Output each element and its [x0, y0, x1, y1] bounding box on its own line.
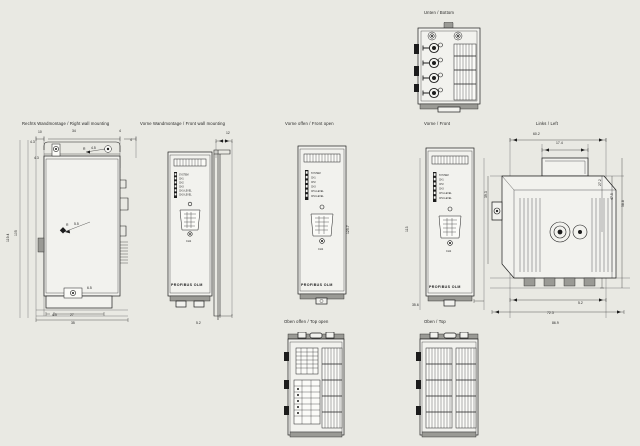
- led-label-system-2: SYSTEM: [311, 173, 321, 175]
- view-title-top: Oben / Top: [424, 319, 446, 324]
- view-title-top-open: Oben offen / Top open: [284, 319, 329, 324]
- view-front-open-drawing: SYSTEM CH1 CH2 CH3 CH1-LEVEL CH2-LEVEL C…: [297, 145, 347, 305]
- dim-rwm-105: 105: [14, 230, 18, 236]
- led-label-ch2-level: CH2-LEVEL: [179, 194, 192, 196]
- led-label-ch1-level-2: CH1-LEVEL: [311, 191, 324, 193]
- dim-left-602: 60.2: [533, 132, 540, 136]
- dim-rwm-1194: 119.4: [6, 233, 10, 242]
- view-front-wall-mounting-drawing: SYSTEM CH1 CH2 CH3 CH1-LEVEL CH2-LEVEL C…: [167, 139, 233, 320]
- dim-rwm-43a: 4.3: [30, 140, 35, 144]
- dim-rwm-45: 4.5: [91, 146, 96, 150]
- dim-left-588: 58.8: [621, 200, 625, 207]
- led-label-ch3-3: CH3: [439, 189, 444, 191]
- connector-label-ch1-2: CH1: [318, 247, 324, 251]
- dim-front-1257: 125.7: [346, 225, 350, 234]
- dim-rwm-r-b: R: [66, 223, 69, 227]
- led-label-ch1-3: CH1: [439, 179, 444, 181]
- led-label-ch2-3: CH2: [439, 184, 444, 186]
- dim-rwm-35: 35: [71, 321, 75, 325]
- dim-left-174: 17.4: [556, 141, 563, 145]
- view-title-right-wall-mounting: Rechts Wandmontage / Right wall mounting: [22, 121, 110, 126]
- view-title-front-open: Vorne offen / Front open: [285, 121, 334, 126]
- view-bottom-drawing: [414, 22, 481, 113]
- view-right-wall-mounting-drawing: [19, 136, 137, 322]
- view-front-drawing: SYSTEM CH1 CH2 CH3 CH1-LEVEL CH2-LEVEL C…: [419, 147, 485, 310]
- view-top-drawing: [416, 332, 479, 438]
- brand-label-2: PROFIBUS OLM: [301, 283, 333, 287]
- dim-rwm-45b: 4.5: [52, 313, 57, 317]
- dim-fwm-52: 5.2: [196, 321, 201, 325]
- brand-label-3: PROFIBUS OLM: [429, 285, 461, 289]
- dim-left-723: 72.3: [547, 311, 554, 315]
- view-title-bottom: Unten / Bottom: [424, 10, 455, 15]
- led-label-system-3: SYSTEM: [439, 175, 449, 177]
- dim-front-356: 35.6: [412, 303, 419, 307]
- led-label-ch2-2: CH2: [311, 182, 316, 184]
- led-label-ch2-level-2: CH2-LEVEL: [311, 196, 324, 198]
- dim-rwm-r-a: R: [83, 147, 86, 151]
- connector-label-ch1: CH1: [186, 239, 192, 243]
- view-top-open-drawing: [284, 332, 345, 438]
- led-label-ch3-2: CH3: [311, 187, 316, 189]
- led-label-ch1-2: CH1: [311, 177, 316, 179]
- led-label-ch2: CH2: [179, 182, 184, 184]
- view-title-left: Links / Left: [536, 121, 559, 126]
- led-label-ch1: CH1: [179, 178, 184, 180]
- view-title-front: Vorne / Front: [424, 121, 451, 126]
- led-label-ch1-level-3: CH1-LEVEL: [439, 193, 452, 195]
- dim-left-272: 27.2: [598, 179, 602, 186]
- dim-rwm-4a: 4: [119, 129, 121, 133]
- dim-front-113: 113: [405, 226, 409, 232]
- led-label-ch1-level: CH1-LEVEL: [179, 190, 192, 192]
- dim-left-52: 5.2: [578, 301, 583, 305]
- dim-left-393: 39.3: [484, 191, 488, 198]
- dim-rwm-43b: 4.3: [34, 156, 39, 160]
- dim-rwm-27: 27: [70, 313, 74, 317]
- dim-rwm-55: 5.5: [74, 222, 79, 226]
- dim-left-475: 47.5: [610, 193, 614, 200]
- view-left-drawing: [487, 138, 630, 318]
- dim-rwm-34: 34: [72, 129, 76, 133]
- dim-left-869: 86.9: [552, 321, 559, 325]
- brand-label: PROFIBUS OLM: [171, 283, 203, 287]
- dim-rwm-4b: 4: [130, 138, 132, 142]
- led-label-ch3: CH3: [179, 186, 184, 188]
- dim-rwm-10: 10: [38, 130, 42, 134]
- led-label-system: SYSTEM: [179, 174, 189, 176]
- connector-label-ch1-3: CH1: [446, 249, 452, 253]
- view-title-front-wall-mounting: Vorne Wandmontage / Front wall mounting: [140, 121, 226, 126]
- dim-rwm-65: 6.5: [87, 286, 92, 290]
- led-label-ch2-level-3: CH2-LEVEL: [439, 198, 452, 200]
- dim-fwm-12: 12: [226, 131, 230, 135]
